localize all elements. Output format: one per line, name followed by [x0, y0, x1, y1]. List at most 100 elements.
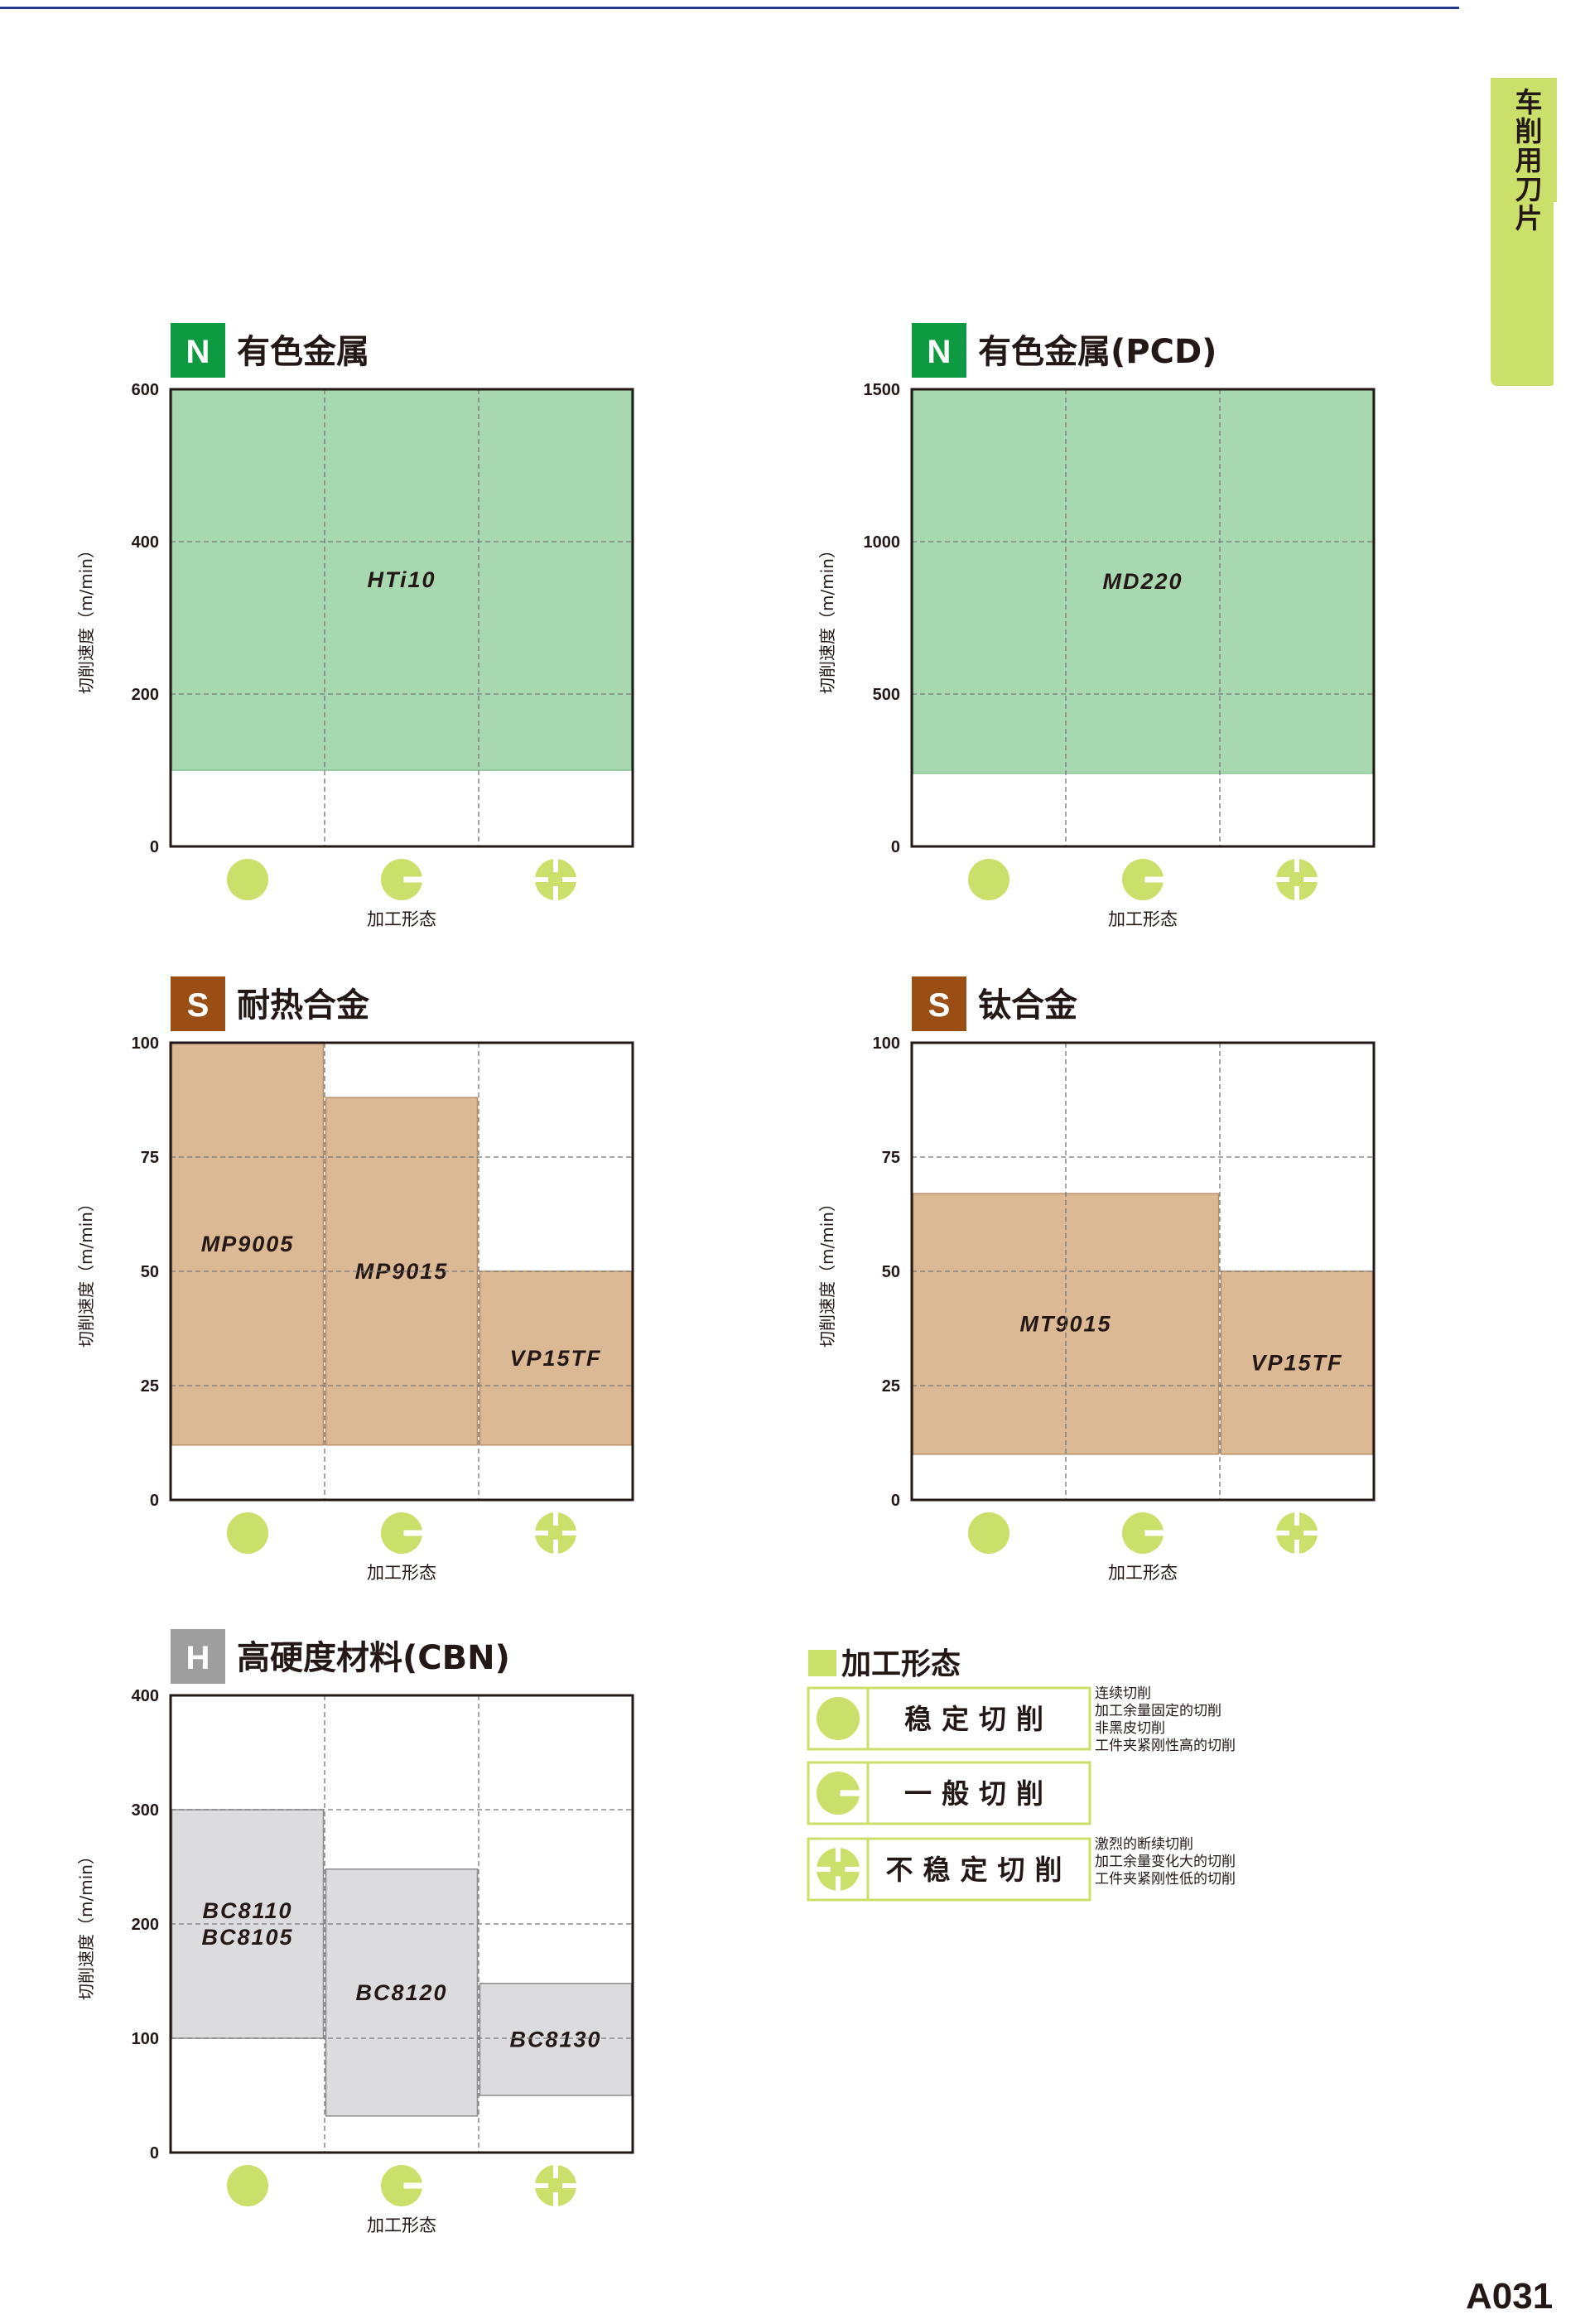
- stable-cutting-icon: [968, 859, 1009, 900]
- category-badge-N: [912, 323, 966, 378]
- y-tick-label: 0: [150, 1492, 159, 1510]
- category-badge-letter: N: [928, 334, 952, 370]
- legend: 加工形态稳定切削连续切削加工余量固定的切削非黑皮切削工件夹紧刚性高的切削一般切削…: [807, 1647, 1236, 1902]
- unstable-cutting-icon: [534, 858, 577, 901]
- y-axis-label: 切削速度（m/min）: [76, 542, 96, 694]
- bar-label: BC8120: [355, 1980, 447, 2005]
- unstable-cutting-icon: [1275, 1512, 1318, 1555]
- stable-cutting-icon: [968, 1512, 1009, 1554]
- plot-frame: [910, 388, 1376, 848]
- bar-label: MD220: [1102, 569, 1183, 594]
- bar-bc8130: [479, 1983, 633, 2096]
- category-badge-letter: H: [186, 1640, 210, 1676]
- unstable-cutting-icon: [816, 1847, 860, 1892]
- legend-marker: [808, 1650, 836, 1676]
- bar-label: VP15TF: [509, 1346, 601, 1371]
- plot-frame: [169, 388, 634, 848]
- bar-label: BC8130: [509, 2027, 601, 2052]
- plot-frame: [910, 1041, 1376, 1502]
- bar-label: VP15TF: [1250, 1350, 1342, 1375]
- general-cutting-icon: [381, 2165, 425, 2206]
- bar-label: MP9015: [355, 1259, 449, 1284]
- side-tab[interactable]: [1491, 78, 1590, 386]
- y-tick-label: 1500: [864, 381, 901, 399]
- unstable-cutting-icon: [534, 1512, 577, 1555]
- y-tick-label: 300: [132, 1801, 159, 1820]
- y-tick-label: 500: [873, 686, 900, 704]
- y-tick-label: 0: [891, 838, 900, 856]
- y-tick-label: 50: [141, 1263, 159, 1281]
- legend-label: 一般切削: [904, 1777, 1053, 1810]
- legend-desc: 非黑皮切削: [1095, 1720, 1165, 1737]
- side-tab-label: 车削用刀片: [1510, 88, 1543, 233]
- bar-bc8120: [325, 1868, 479, 2117]
- chart-title: 有色金属(PCD): [978, 333, 1217, 371]
- legend-row: 一般切削: [807, 1761, 1091, 1825]
- legend-desc: 激烈的断续切削: [1095, 1836, 1193, 1853]
- stable-cutting-icon: [227, 1512, 268, 1554]
- legend-label: 稳定切削: [904, 1703, 1053, 1735]
- y-axis-label: 切削速度（m/min）: [817, 542, 837, 694]
- legend-desc: 加工余量固定的切削: [1095, 1703, 1221, 1719]
- y-tick-label: 100: [132, 2030, 159, 2048]
- category-badge-S: [171, 976, 225, 1031]
- x-axis-label: 加工形态: [367, 909, 436, 929]
- bar-label: MP9005: [201, 1232, 295, 1256]
- y-tick-label: 0: [891, 1492, 900, 1510]
- y-axis-label: 切削速度（m/min）: [817, 1195, 837, 1348]
- legend-desc: 连续切削: [1095, 1685, 1151, 1702]
- y-tick-label: 50: [882, 1263, 900, 1281]
- y-tick-label: 1000: [864, 533, 901, 552]
- stable-cutting-icon: [227, 2165, 268, 2206]
- y-tick-label: 400: [132, 533, 159, 552]
- general-cutting-icon: [381, 1512, 425, 1554]
- x-axis-label: 加工形态: [367, 1563, 436, 1583]
- general-cutting-icon: [381, 859, 425, 900]
- chart-title: 钛合金: [978, 986, 1078, 1025]
- top-rule: [0, 7, 1459, 9]
- bar-label: HTi10: [367, 567, 436, 592]
- plot-frame: [169, 1041, 634, 1502]
- plot-frame: [169, 1694, 634, 2154]
- bar-label: BC8105: [201, 1925, 293, 1950]
- x-axis-label: 加工形态: [367, 2216, 436, 2235]
- chart-title: 高硬度材料(CBN): [237, 1639, 510, 1677]
- bar-vp15tf: [479, 1270, 633, 1446]
- x-axis-label: 加工形态: [1108, 1563, 1178, 1583]
- y-axis-label: 切削速度（m/min）: [76, 1848, 96, 2000]
- category-badge-letter: S: [928, 987, 951, 1024]
- y-tick-label: 400: [132, 1687, 159, 1705]
- y-tick-label: 75: [882, 1149, 900, 1167]
- category-badge-letter: S: [187, 987, 210, 1024]
- unstable-cutting-icon: [534, 2164, 577, 2207]
- unstable-cutting-icon: [1275, 858, 1318, 901]
- y-axis-label: 切削速度（m/min）: [76, 1195, 96, 1348]
- x-axis-label: 加工形态: [1108, 909, 1178, 929]
- chart-title: 耐热合金: [237, 986, 370, 1025]
- category-badge-N: [171, 323, 225, 378]
- y-tick-label: 200: [132, 686, 159, 704]
- page-number: A031: [1466, 2276, 1554, 2317]
- y-tick-label: 100: [873, 1034, 900, 1053]
- chart-2: N 有色金属(PCD) MD220 0 500 1000 1500 切削速度（m/min） 加工…: [817, 323, 1376, 929]
- y-tick-label: 100: [132, 1034, 159, 1053]
- legend-label: 不稳定切削: [886, 1854, 1072, 1886]
- general-cutting-icon: [1122, 1512, 1166, 1554]
- chart-title: 有色金属: [237, 333, 369, 371]
- bar-label: MT9015: [1019, 1311, 1111, 1336]
- legend-title: 加工形态: [841, 1647, 961, 1681]
- legend-desc: 加工余量变化大的切削: [1095, 1854, 1236, 1870]
- y-tick-label: 25: [882, 1377, 900, 1396]
- bar-hti10: [171, 388, 633, 771]
- general-cutting-icon: [1122, 859, 1166, 900]
- stable-cutting-icon: [227, 859, 268, 900]
- category-badge-letter: N: [186, 334, 210, 370]
- category-badge-H: [171, 1629, 225, 1684]
